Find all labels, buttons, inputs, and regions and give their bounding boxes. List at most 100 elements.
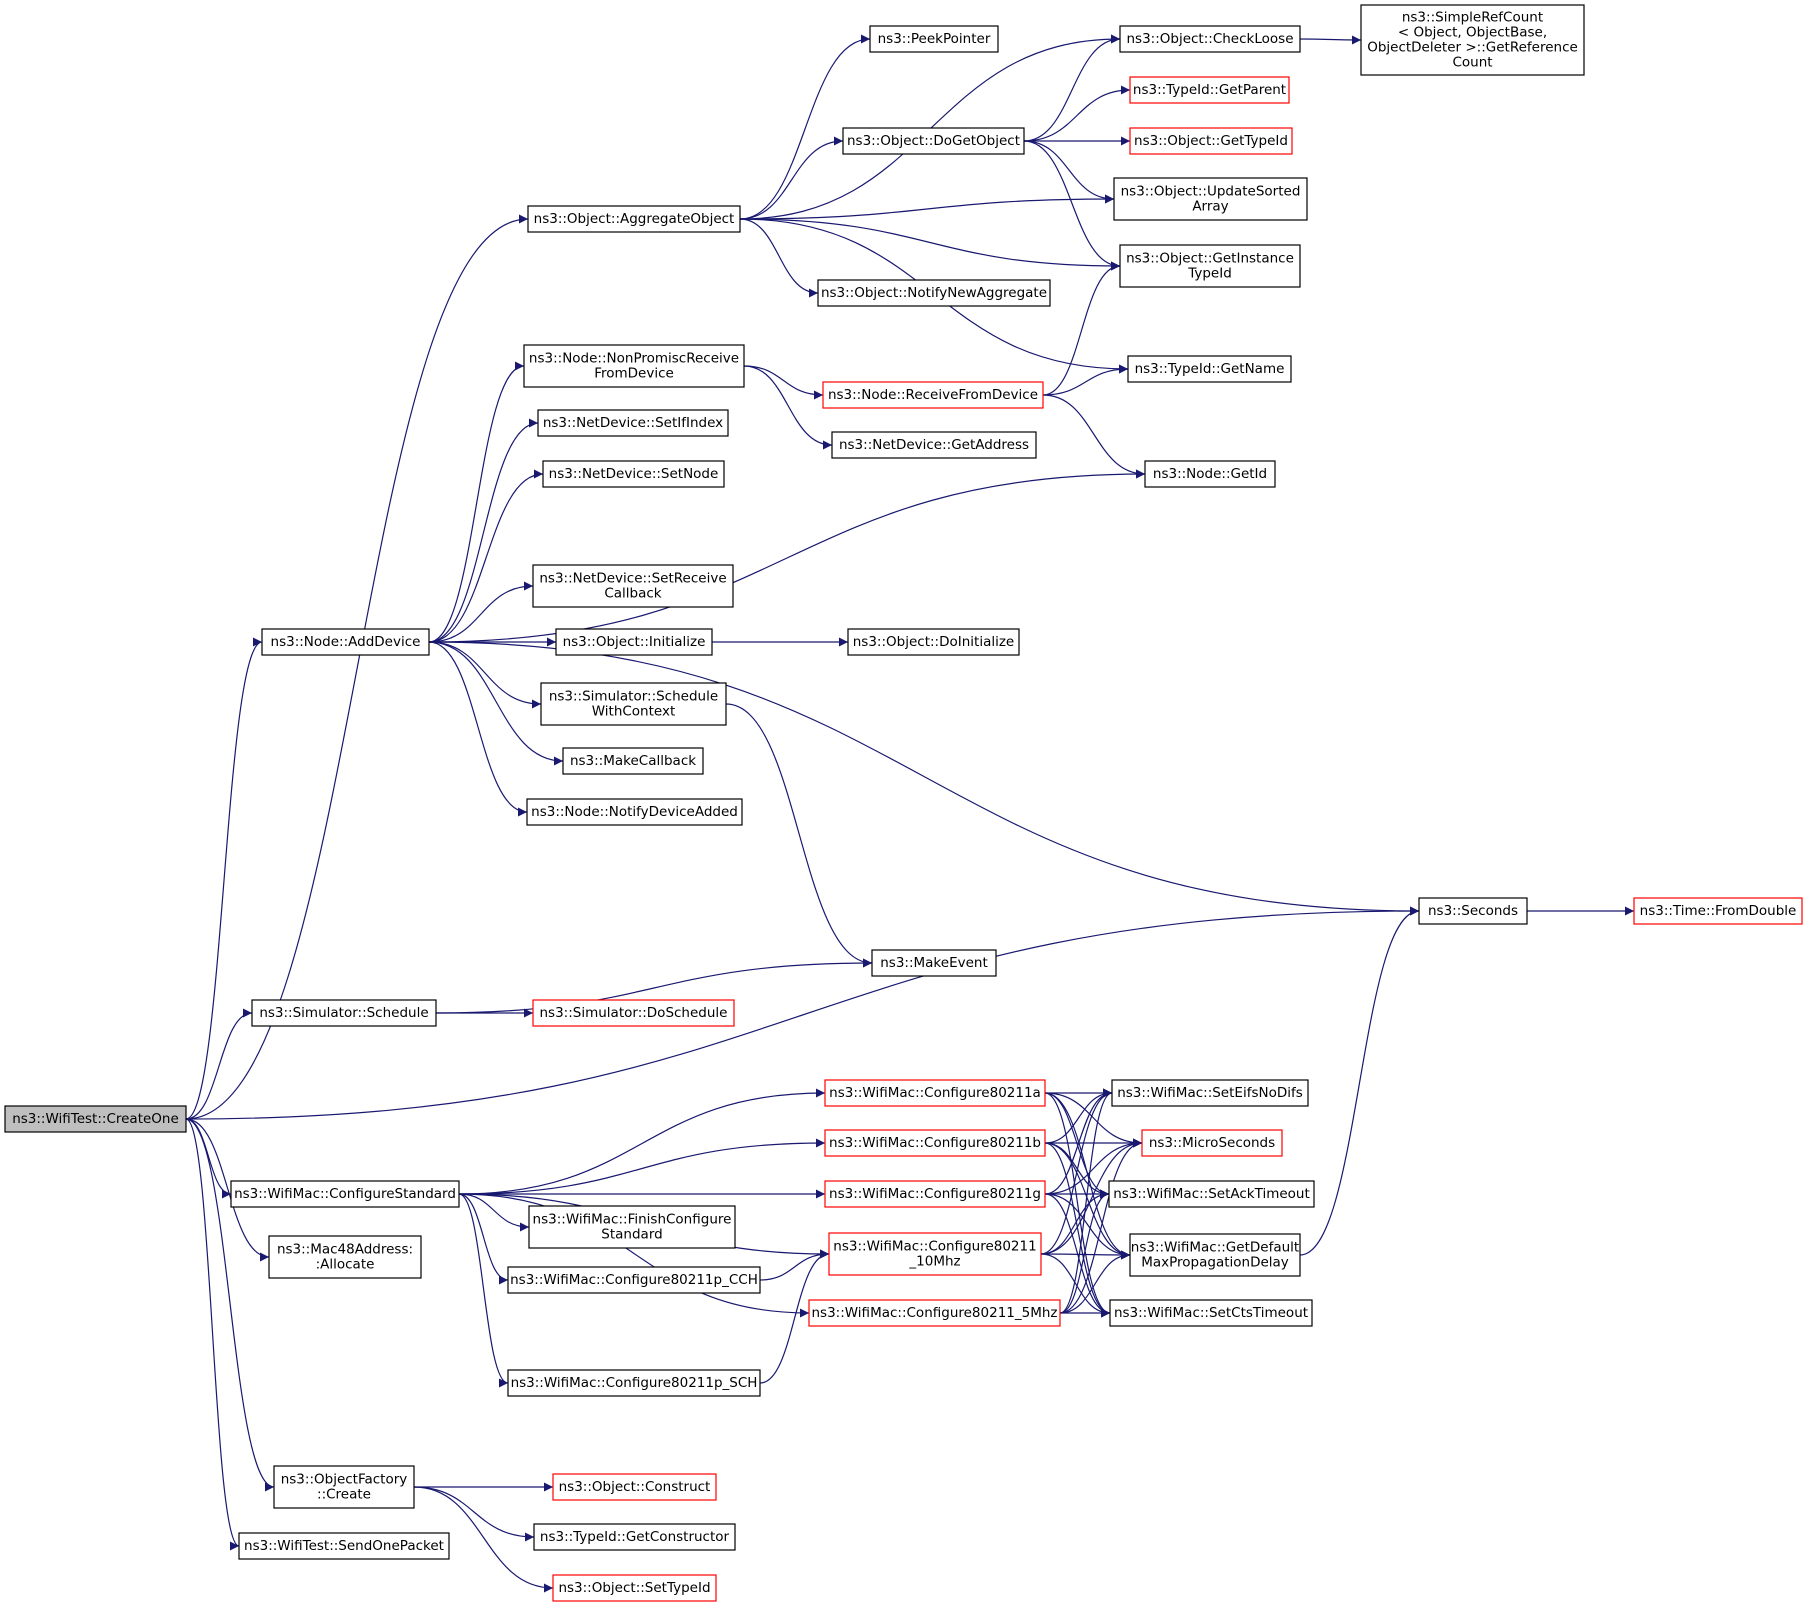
node-simplerefcount[interactable]: ns3::SimpleRefCount< Object, ObjectBase,… bbox=[1360, 4, 1585, 76]
node-box bbox=[808, 1299, 1061, 1327]
node-box bbox=[562, 747, 704, 775]
node-dogetobject[interactable]: ns3::Object::DoGetObject bbox=[842, 127, 1025, 155]
node-label-line: ns3::Object::DoGetObject bbox=[847, 133, 1020, 149]
call-edge-adddevice-to-getid bbox=[428, 469, 1146, 643]
node-label-line: ns3::Node::NonPromiscReceive bbox=[529, 351, 739, 367]
call-edge-dogetobject-to-updatesorted bbox=[1023, 140, 1115, 204]
node-box bbox=[523, 344, 745, 388]
node-construct[interactable]: ns3::Object::Construct bbox=[552, 1473, 717, 1501]
node-notifydevadded[interactable]: ns3::Node::NotifyDeviceAdded bbox=[526, 798, 743, 826]
node-box bbox=[268, 1235, 422, 1279]
node-configurestd[interactable]: ns3::WifiMac::ConfigureStandard bbox=[230, 1180, 460, 1208]
node-setctstimeout[interactable]: ns3::WifiMac::SetCtsTimeout bbox=[1109, 1299, 1313, 1327]
node-box bbox=[1129, 127, 1293, 155]
node-box bbox=[1127, 355, 1292, 383]
node-cfg80211b[interactable]: ns3::WifiMac::Configure80211b bbox=[824, 1129, 1046, 1157]
node-createone[interactable]: ns3::WifiTest::CreateOne bbox=[4, 1105, 187, 1133]
call-edge-cfg10mhz-to-getdefaultmaxprop bbox=[1040, 1250, 1131, 1260]
node-checkloose[interactable]: ns3::Object::CheckLoose bbox=[1119, 25, 1301, 53]
node-box bbox=[552, 1473, 717, 1501]
node-settypeid[interactable]: ns3::Object::SetTypeId bbox=[552, 1574, 717, 1602]
node-box bbox=[831, 431, 1037, 459]
node-doinitialize[interactable]: ns3::Object::DoInitialize bbox=[847, 628, 1020, 656]
node-label-line: ns3::WifiMac::SetCtsTimeout bbox=[1114, 1305, 1308, 1321]
node-label-line: ns3::WifiMac::Configure80211g bbox=[829, 1186, 1041, 1202]
node-fromdouble[interactable]: ns3::Time::FromDouble bbox=[1633, 897, 1803, 925]
call-edge-configurestd-to-cfg80211b bbox=[458, 1138, 826, 1195]
node-objfactorycreate[interactable]: ns3::ObjectFactory::Create bbox=[273, 1465, 415, 1509]
node-cfg80211psch[interactable]: ns3::WifiMac::Configure80211p_SCH bbox=[507, 1369, 761, 1397]
node-setacktimeout[interactable]: ns3::WifiMac::SetAckTimeout bbox=[1108, 1180, 1315, 1208]
node-box bbox=[273, 1465, 415, 1509]
node-box bbox=[552, 1574, 717, 1602]
node-box bbox=[527, 205, 741, 233]
call-edge-nonpromisc-to-receivefromdevice bbox=[743, 365, 824, 400]
node-setnode[interactable]: ns3::NetDevice::SetNode bbox=[542, 460, 725, 488]
node-cfg5mhz[interactable]: ns3::WifiMac::Configure80211_5Mhz bbox=[808, 1299, 1061, 1327]
node-label-line: ns3::WifiTest::CreateOne bbox=[12, 1111, 179, 1127]
node-makeevent[interactable]: ns3::MakeEvent bbox=[871, 949, 997, 977]
node-label-line: ns3::Node::ReceiveFromDevice bbox=[828, 387, 1038, 403]
node-aggregateobject[interactable]: ns3::Object::AggregateObject bbox=[527, 205, 741, 233]
call-edge-cfg5mhz-to-getdefaultmaxprop bbox=[1059, 1250, 1131, 1314]
node-gettypeid[interactable]: ns3::Object::GetTypeId bbox=[1129, 127, 1293, 155]
node-cfg10mhz[interactable]: ns3::WifiMac::Configure80211_10Mhz bbox=[828, 1232, 1042, 1276]
node-getconstructor[interactable]: ns3::TypeId::GetConstructor bbox=[533, 1523, 736, 1551]
call-edge-adddevice-to-makecallback bbox=[428, 641, 564, 766]
node-mac48allocate[interactable]: ns3::Mac48Address::Allocate bbox=[268, 1235, 422, 1279]
node-box bbox=[1144, 460, 1276, 488]
call-edge-adddevice-to-schedwithctx bbox=[428, 641, 542, 709]
node-setifindex[interactable]: ns3::NetDevice::SetIfIndex bbox=[537, 409, 729, 437]
call-edge-cfg10mhz-to-microseconds bbox=[1040, 1138, 1143, 1255]
call-edge-adddevice-to-seconds bbox=[428, 641, 1420, 916]
node-getdefaultmaxprop[interactable]: ns3::WifiMac::GetDefaultMaxPropagationDe… bbox=[1129, 1233, 1301, 1277]
call-edge-cfg80211pcch-to-cfg10mhz bbox=[759, 1249, 830, 1281]
node-label-line: ns3::MicroSeconds bbox=[1149, 1135, 1275, 1151]
node-microseconds[interactable]: ns3::MicroSeconds bbox=[1141, 1129, 1283, 1157]
call-edge-schedwithctx-to-makeevent bbox=[725, 703, 873, 968]
node-box bbox=[1108, 1180, 1315, 1208]
node-cfg80211g[interactable]: ns3::WifiMac::Configure80211g bbox=[824, 1180, 1046, 1208]
call-edge-createone-to-adddevice bbox=[185, 637, 263, 1120]
node-label-line: ns3::NetDevice::SetIfIndex bbox=[543, 415, 723, 431]
call-edge-dogetobject-to-checkloose bbox=[1023, 34, 1121, 142]
node-label-line: ns3::Object::Initialize bbox=[563, 634, 706, 650]
node-initialize[interactable]: ns3::Object::Initialize bbox=[555, 628, 713, 656]
node-label-line: ns3::NetDevice::SetReceive bbox=[539, 571, 726, 587]
node-doschedule[interactable]: ns3::Simulator::DoSchedule bbox=[532, 999, 735, 1027]
node-label-line: ns3::Node::NotifyDeviceAdded bbox=[531, 804, 738, 820]
node-label-line: _10Mhz bbox=[908, 1254, 960, 1270]
node-sendonepacket[interactable]: ns3::WifiTest::SendOnePacket bbox=[238, 1532, 450, 1560]
node-cfg80211a[interactable]: ns3::WifiMac::Configure80211a bbox=[824, 1079, 1046, 1107]
node-seteifsnodifs[interactable]: ns3::WifiMac::SetEifsNoDifs bbox=[1111, 1079, 1309, 1107]
node-box bbox=[1129, 76, 1290, 104]
node-getaddress[interactable]: ns3::NetDevice::GetAddress bbox=[831, 431, 1037, 459]
node-seconds[interactable]: ns3::Seconds bbox=[1418, 897, 1528, 925]
node-label-line: ns3::WifiMac::SetAckTimeout bbox=[1113, 1186, 1310, 1202]
node-box bbox=[1119, 25, 1301, 53]
node-label-line: ns3::WifiMac::Configure80211p_CCH bbox=[510, 1272, 758, 1288]
node-cfg80211pcch[interactable]: ns3::WifiMac::Configure80211p_CCH bbox=[507, 1266, 761, 1294]
node-getparent[interactable]: ns3::TypeId::GetParent bbox=[1129, 76, 1290, 104]
node-getname[interactable]: ns3::TypeId::GetName bbox=[1127, 355, 1292, 383]
node-box bbox=[1111, 1079, 1309, 1107]
node-schedule[interactable]: ns3::Simulator::Schedule bbox=[251, 999, 437, 1027]
node-peekpointer[interactable]: ns3::PeekPointer bbox=[869, 25, 999, 53]
node-label-line: Count bbox=[1452, 55, 1492, 71]
call-edge-adddevice-to-nonpromisc bbox=[428, 361, 525, 643]
call-edge-dogetobject-to-getparent bbox=[1023, 85, 1131, 142]
node-makecallback[interactable]: ns3::MakeCallback bbox=[562, 747, 704, 775]
node-label-line: ns3::Object::DoInitialize bbox=[853, 634, 1015, 650]
call-edge-cfg80211a-to-microseconds bbox=[1044, 1092, 1143, 1148]
node-getid[interactable]: ns3::Node::GetId bbox=[1144, 460, 1276, 488]
node-notifynewagg[interactable]: ns3::Object::NotifyNewAggregate bbox=[817, 279, 1051, 307]
node-box bbox=[4, 1105, 187, 1133]
node-adddevice[interactable]: ns3::Node::AddDevice bbox=[261, 628, 430, 656]
node-receivefromdevice[interactable]: ns3::Node::ReceiveFromDevice bbox=[822, 381, 1044, 409]
